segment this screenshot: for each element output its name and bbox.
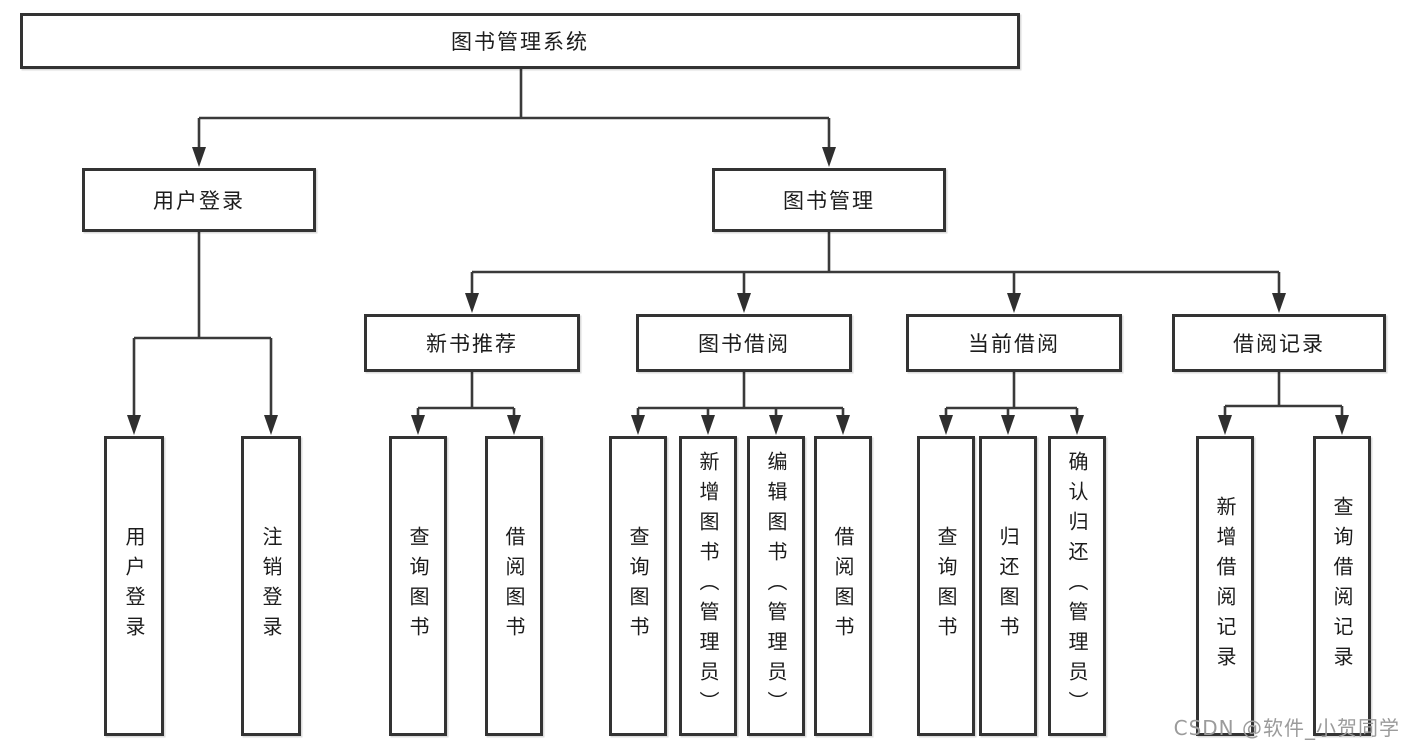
connector-book-borrowing-subtree bbox=[636, 372, 845, 418]
leaf-add-borrow-record: 新增借阅记录 bbox=[1196, 436, 1254, 736]
leaf-borrow-books: 借阅图书 bbox=[485, 436, 543, 736]
arrowheads-book-borrowing-subtree bbox=[631, 415, 850, 435]
leaf-query-books: 查询图书 bbox=[917, 436, 975, 736]
node-book-borrowing: 图书借阅 bbox=[636, 314, 852, 372]
arrowheads-level2 bbox=[192, 147, 836, 167]
node-current-borrowing: 当前借阅 bbox=[906, 314, 1122, 372]
leaf-query-borrow-record: 查询借阅记录 bbox=[1313, 436, 1371, 736]
arrowheads-new-book-subtree bbox=[411, 415, 521, 435]
arrowheads-user-login-subtree bbox=[127, 415, 278, 435]
leaf-add-books-admin: 新增图书（管理员） bbox=[679, 436, 737, 736]
leaf-return-books: 归还图书 bbox=[979, 436, 1037, 736]
arrowheads-level3 bbox=[465, 293, 1286, 313]
connector-user-login-subtree bbox=[132, 232, 273, 418]
leaf-user-login: 用户登录 bbox=[104, 436, 164, 736]
leaf-edit-books-admin: 编辑图书（管理员） bbox=[747, 436, 805, 736]
leaf-borrow-books: 借阅图书 bbox=[814, 436, 872, 736]
csdn-watermark: CSDN @软件_小贺同学 bbox=[1173, 716, 1400, 740]
connector-root-to-level2 bbox=[197, 69, 831, 150]
arrowheads-current-borrowing-subtree bbox=[939, 415, 1084, 435]
leaf-query-books: 查询图书 bbox=[389, 436, 447, 736]
arrowheads-borrow-records-subtree bbox=[1218, 415, 1349, 435]
node-new-book-recommendation: 新书推荐 bbox=[364, 314, 580, 372]
node-user-login: 用户登录 bbox=[82, 168, 316, 232]
node-book-management: 图书管理 bbox=[712, 168, 946, 232]
leaf-logout: 注销登录 bbox=[241, 436, 301, 736]
connector-new-book-subtree bbox=[416, 372, 516, 418]
node-borrowing-records: 借阅记录 bbox=[1172, 314, 1386, 372]
node-library-management-system: 图书管理系统 bbox=[20, 13, 1020, 69]
connector-book-management-subtree bbox=[470, 232, 1281, 296]
leaf-query-books: 查询图书 bbox=[609, 436, 667, 736]
connector-borrow-records-subtree bbox=[1223, 372, 1344, 418]
connector-current-borrowing-subtree bbox=[944, 372, 1079, 418]
leaf-confirm-return-admin: 确认归还（管理员） bbox=[1048, 436, 1106, 736]
